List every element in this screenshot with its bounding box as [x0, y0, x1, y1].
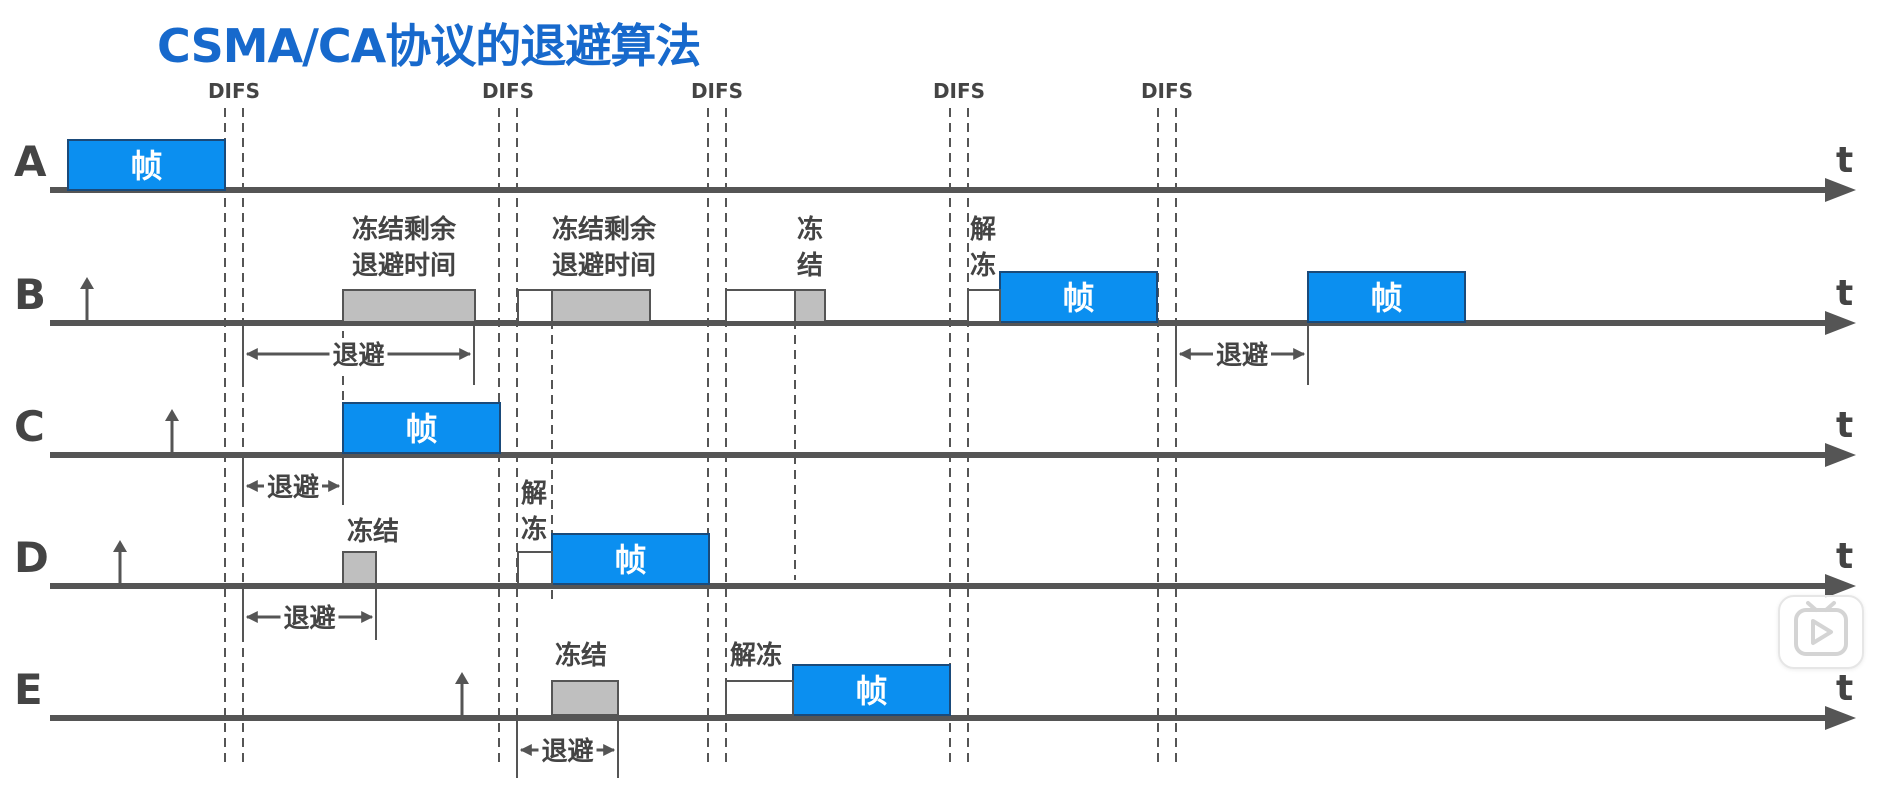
frame-C-box [342, 402, 501, 454]
e-waiting-box [725, 680, 794, 716]
time-axis-label: t [1836, 405, 1853, 446]
frame-B-2-box [1307, 271, 1466, 323]
play-button-icon [1794, 601, 1848, 656]
backoff-span-D-label: 退避 [283, 603, 335, 634]
timeline-arrowhead [1825, 443, 1856, 467]
frame-C-label: 帧 [405, 410, 437, 448]
label-b-freeze-remaining-2-line-1: 冻结剩余 [552, 214, 657, 245]
difs-label-5: DIFS [1141, 79, 1193, 103]
diagram-title: CSMA/CA协议的退避算法 [157, 19, 701, 73]
time-axis-label: t [1836, 140, 1853, 181]
b-backoff-remaining-1-box [342, 289, 476, 323]
arrival-arrow-E-head [455, 672, 469, 684]
label-b-freeze-line-1: 冻 [797, 214, 823, 245]
backoff-span-E-label-bg [538, 734, 597, 766]
station-label-B: B [14, 270, 46, 319]
label-d-unfreeze-line-1: 解 [521, 479, 547, 509]
label-e-freeze: 冻结 [555, 640, 607, 671]
frame-A-label: 帧 [130, 147, 162, 185]
label-d-unfreeze-line-2: 冻 [521, 514, 547, 545]
backoff-span-E-label: 退避 [541, 736, 593, 767]
timeline-arrowhead [1825, 178, 1856, 202]
label-b-freeze-line-2: 结 [797, 251, 823, 281]
backoff-span-B-2-label: 退避 [1216, 340, 1268, 371]
play-button[interactable] [1778, 595, 1864, 669]
difs-label-3: DIFS [691, 79, 743, 103]
d-waiting-box [517, 551, 553, 585]
arrival-arrow-C-head [165, 409, 179, 421]
label-e-unfreeze: 解冻 [730, 640, 782, 671]
station-label-C: C [14, 402, 45, 451]
label-b-unfreeze-line-2: 冻 [970, 250, 996, 281]
frame-E-label: 帧 [855, 672, 887, 710]
label-b-freeze-remaining-1-line-1: 冻结剩余 [352, 214, 457, 245]
e-backoff-remaining-box [551, 680, 619, 716]
frame-A-box [67, 139, 226, 191]
backoff-span-B-1-label: 退避 [332, 340, 384, 371]
frame-B-2-label: 帧 [1370, 279, 1402, 317]
label-b-freeze-remaining-2-line-2: 退避时间 [552, 250, 656, 281]
b-backoff-remaining-3-box [794, 289, 826, 323]
arrival-arrow-D-head [113, 540, 127, 552]
b-waiting-2-box [725, 289, 796, 323]
backoff-span-B-2-label-bg [1213, 338, 1271, 370]
timeline-arrowhead [1825, 706, 1856, 730]
label-b-unfreeze-line-1: 解 [970, 215, 996, 245]
frame-B-1-label: 帧 [1062, 279, 1094, 317]
timeline-arrowhead [1825, 311, 1856, 335]
station-label-A: A [14, 137, 47, 186]
label-d-freeze: 冻结 [347, 516, 399, 547]
frame-B-1-box [999, 271, 1158, 323]
b-waiting-3-box [967, 289, 1001, 323]
station-label-E: E [14, 665, 43, 714]
arrival-arrow-B-head [80, 277, 94, 289]
timeline-arrowhead [1825, 574, 1856, 598]
difs-label-4: DIFS [933, 79, 985, 103]
b-backoff-remaining-2-box [551, 289, 651, 323]
backoff-span-C-label-bg [264, 470, 322, 502]
time-axis-label: t [1836, 536, 1853, 577]
time-axis-label: t [1836, 668, 1853, 709]
backoff-span-C-label: 退避 [267, 472, 319, 503]
difs-label-2: DIFS [482, 79, 534, 103]
difs-label-1: DIFS [208, 79, 260, 103]
backoff-span-D-label-bg [280, 601, 339, 633]
label-b-freeze-remaining-1-line-2: 退避时间 [352, 250, 456, 281]
backoff-span-B-1-label-bg [329, 338, 388, 370]
time-axis-label: t [1836, 273, 1853, 314]
frame-D-label: 帧 [614, 541, 646, 579]
b-waiting-1-box [517, 289, 553, 323]
d-backoff-remaining-box [342, 551, 377, 585]
station-label-D: D [14, 533, 49, 582]
